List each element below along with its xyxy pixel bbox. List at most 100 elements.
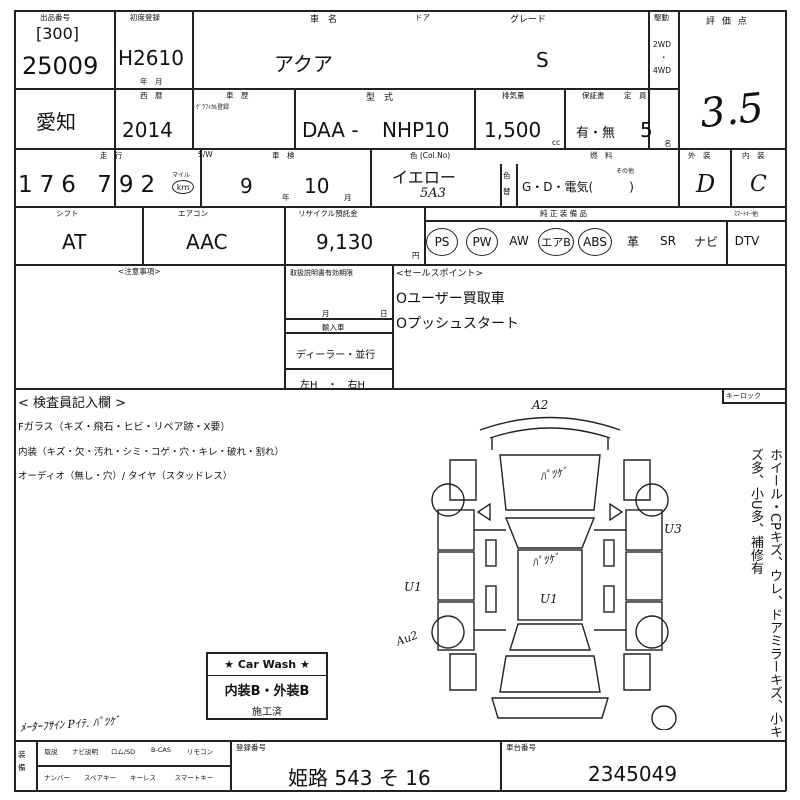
mark-a2-top: A2 (532, 398, 549, 412)
color-value: イエロー (392, 168, 456, 187)
ac-label: エアコン (178, 209, 208, 218)
drive-dot: ・ (660, 53, 668, 62)
color-change-label: 色替 (503, 171, 511, 196)
car-name-label: 車 名 (310, 15, 338, 25)
mileage-sw-label: S/W (198, 150, 213, 159)
history-sub: ｸﾞﾗﾌｨｶﾙ登録 (196, 104, 230, 111)
recall-day: 日 (380, 309, 388, 318)
shift-value: AT (62, 230, 87, 254)
selling-label: <セールスポイント> (396, 269, 484, 279)
grade-label: グレード (510, 15, 547, 25)
chassis-label: 車台番号 (506, 743, 536, 752)
mileage-label: 走 行 (100, 151, 123, 160)
drive-2wd: 2WD (653, 40, 671, 49)
car-wash-grade: 内装B・外装B (224, 683, 310, 699)
inspection-month: 10 (304, 174, 330, 198)
equipment-extra: ｽﾏｰﾄｷｰ他 (734, 211, 759, 218)
exterior-label: 外 装 (688, 151, 711, 160)
equip-navi-manual: ナビ説明 (72, 748, 98, 756)
warranty-label: 保証書 (582, 91, 605, 100)
equip-spare-key: スペアキー (83, 774, 117, 782)
equip-keyless: キーレス (130, 774, 156, 782)
year-value: 2014 (122, 118, 173, 142)
frame-right (785, 10, 787, 791)
color-label: 色 (Col.No) (410, 151, 451, 160)
history-label: 車 歴 (226, 91, 249, 100)
exterior-grade: D (696, 170, 716, 198)
equip-sunroof: SR (660, 234, 676, 248)
warranty-value: 有・無 (576, 126, 616, 141)
mileage-mile-label: マイル (172, 172, 191, 179)
notes-label: <注意事項> (118, 267, 161, 276)
chassis-number: 2345049 (588, 762, 678, 786)
drive-label: 駆動 (654, 13, 669, 22)
inspection-year: 9 (240, 174, 253, 198)
equip-airbag: エアB (538, 228, 574, 256)
inspector-audio: オーディオ（無し・穴）/ タイヤ（スタッドレス） (18, 471, 233, 482)
model-value: NHP10 (382, 118, 450, 142)
selling-point-1: Oユーザー買取車 (396, 291, 505, 307)
footer-equip-label: 装 備 (18, 750, 41, 772)
rule-row4 (14, 264, 786, 266)
selling-point-2: Oプッシュスタート (396, 316, 520, 332)
equip-leather: 革 (626, 234, 639, 249)
inspection-label: 車 検 (272, 151, 295, 160)
lot-number: 25009 (22, 52, 99, 80)
inspector-side-notes: ホイール・CPキズ、ウレ、ドアミラーキズ、小キズ多、小U多、補修有 (748, 448, 782, 738)
inspector-handwriting: ﾒｰﾀｰﾌｻｲﾝ Pｲﾃ. ﾊﾟﾂｹﾞ (19, 714, 121, 735)
equipment-label: 純 正 装 備 品 (540, 209, 588, 218)
lot-label: 出品番号 (40, 13, 70, 22)
equip-plate: ナンバー (44, 774, 70, 782)
car-wash-title: ★ Car Wash ★ (208, 654, 326, 676)
mark-u1-left: U1 (404, 580, 422, 594)
car-wash-done: 施工済 (252, 706, 282, 718)
frame-left (14, 10, 16, 791)
first-reg-value: H2610 (118, 46, 184, 70)
displacement-unit: cc (552, 138, 561, 147)
mileage-value: 176 792 (18, 172, 163, 198)
rule-row5 (14, 388, 786, 390)
rule-row2 (14, 148, 786, 150)
recall-label: 取扱説明書有効期限 (290, 269, 353, 277)
ac-value: AAC (186, 230, 228, 254)
equip-remote: リモコン (187, 748, 213, 756)
keyless-label: キーロック (726, 392, 761, 400)
car-damage-diagram (431, 416, 677, 730)
fuel-value: G・D・電気( ) (522, 180, 634, 194)
year-label: 西 暦 (140, 91, 163, 100)
plate-number: 姫路 543 そ 16 (288, 766, 431, 790)
mark-u1-center: U1 (540, 592, 558, 606)
capacity-value: 5 (640, 118, 653, 142)
lot-bracket: [300] (36, 24, 80, 43)
equip-aw: AW (509, 234, 529, 248)
recycle-value: 9,130 (316, 230, 374, 254)
equip-manual: 取説 (44, 748, 58, 756)
score-label: 評 価 点 (706, 17, 749, 27)
equip-navi: ナビ (693, 234, 718, 249)
fuel-other: その他 (616, 168, 635, 175)
import-dealer: ディーラー・並行 (296, 350, 376, 361)
displacement-label: 排気量 (502, 91, 525, 100)
frame-top (14, 10, 786, 12)
equip-dtv: DTV (734, 234, 760, 248)
plate-label: 登録番号 (236, 743, 266, 752)
equip-smart-key: スマートキー (174, 774, 214, 782)
doors-label: ドア (415, 13, 430, 22)
shift-label: シフト (56, 209, 79, 218)
inspector-glass: Fガラス（キズ・飛石・ヒビ・リペア跡・X要） (18, 422, 231, 433)
region: 愛知 (36, 110, 76, 134)
inspector-title: < 検査員記入欄 > (18, 396, 127, 411)
inspection-month-unit: 月 (344, 193, 352, 202)
rule-row3 (14, 206, 786, 208)
interior-label: 内 装 (742, 151, 765, 160)
footer-equip-row1: 取説 ナビ説明 ロム/SD B-CAS リモコン (36, 746, 230, 756)
capacity-label: 定 員 (624, 91, 647, 100)
recall-month: 月 (322, 309, 330, 318)
equip-bcas: B-CAS (151, 746, 171, 754)
equip-pw: PW (466, 228, 498, 256)
equip-abs: ABS (578, 228, 612, 256)
recycle-label: リサイクル預託金 (298, 209, 358, 218)
grade: S (536, 48, 549, 72)
footer-equip-row2: ナンバー スペアキー キーレス スマートキー (36, 772, 230, 782)
